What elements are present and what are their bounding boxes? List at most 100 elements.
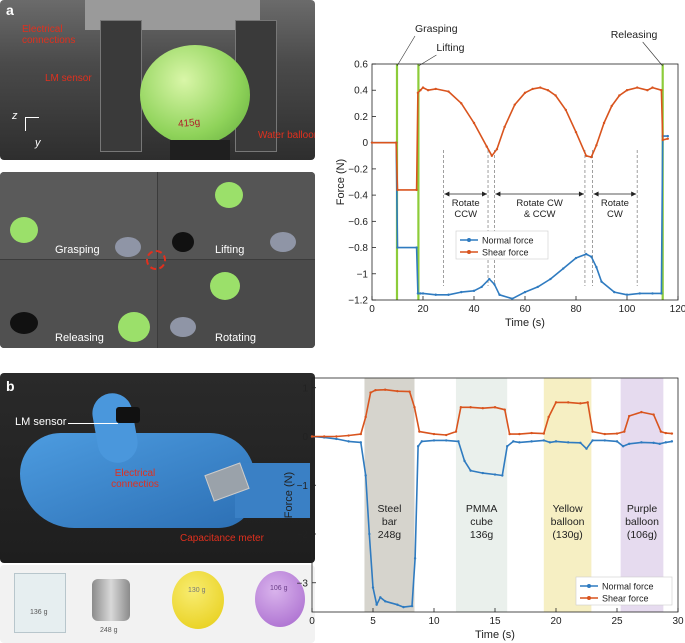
axis-y-label: y [35,137,41,149]
data-point-shear [585,154,588,157]
data-point-shear [310,435,314,438]
data-point-normal [368,532,371,536]
event-label: Lifting [436,42,464,54]
data-point-shear [590,155,593,159]
steel-bar-shape [92,579,130,621]
series-line-shear-force [312,388,672,438]
data-point-normal [472,289,476,293]
data-point-shear [670,432,674,435]
data-point-shear [472,121,476,125]
x-tick-label: 20 [417,304,429,315]
photo-sequence: Grasping Lifting Releasing Rotating [0,172,315,348]
data-point-shear [395,141,398,144]
event-label: Releasing [611,29,658,41]
data-point-normal [359,441,362,444]
data-point-shear [413,406,416,409]
data-point-normal [615,440,619,443]
data-point-shear [323,435,326,438]
y-axis-label: Force (N) [283,472,295,518]
photo-gripper-balloon: a Electrical connections LM sensor Water… [0,0,315,160]
rotation-annotation: CW [607,209,623,220]
data-point-shear [661,138,664,142]
y-tick-label: 1 [302,383,308,394]
data-point-shear [418,430,421,433]
data-point-normal [375,603,378,606]
data-point-normal [420,440,423,443]
legend-entry: Normal force [602,582,654,592]
data-point-shear [530,431,533,435]
data-point-normal [603,439,606,442]
data-point-normal [415,246,418,249]
data-point-normal [347,440,350,443]
data-point-shear [396,188,399,192]
data-point-normal [670,440,674,443]
x-axis-label: Time (s) [505,317,545,329]
data-point-shear [374,388,377,392]
data-point-shear [503,125,506,129]
data-point-shear [659,430,663,433]
data-point-normal [590,255,593,258]
rotation-annotation: & CCW [524,209,556,220]
y-tick-label: 0.6 [354,60,368,71]
data-point-normal [585,252,588,256]
object-weight-pmma: 136 g [30,609,48,616]
label-electrical-connectios: Electrical connectios [111,468,159,490]
x-tick-label: 80 [570,304,582,315]
data-point-shear [359,432,362,436]
photo-glove: b LM sensor Electrical connectios Capaci… [0,373,315,563]
data-point-shear [539,86,542,89]
data-point-shear [460,102,463,105]
data-point-shear [485,145,488,148]
data-point-normal [463,459,466,463]
data-point-shear [564,108,567,112]
data-point-normal [460,290,463,294]
balloon-writing: 415g [177,116,201,131]
x-axis-label: Time (s) [475,629,515,641]
x-tick-label: 0 [309,616,315,627]
x-tick-label: 0 [369,304,375,315]
y-tick-label: −1 [357,269,369,280]
legend-box [575,576,673,606]
data-point-normal [481,471,484,475]
data-point-shear [640,410,643,414]
region-label: 136g [470,529,494,541]
data-point-normal [488,277,491,281]
y-axis-label: Force (N) [335,159,347,205]
data-point-shear [370,141,374,144]
data-point-normal [480,285,483,289]
data-point-shear [518,432,521,436]
data-point-normal [416,445,420,448]
arrowhead-left [593,191,599,197]
data-point-shear [651,86,654,89]
arrowhead-right [578,191,584,197]
data-point-normal [536,285,539,289]
data-point-shear [602,121,606,125]
legend-entry: Normal force [482,236,534,246]
legend-entry: Shear force [482,248,529,258]
data-point-shear [554,401,558,404]
data-point-normal [613,290,616,294]
x-tick-label: 10 [428,616,440,627]
arrowhead-left [495,191,501,197]
highlight-region [543,378,592,612]
data-point-shear [447,90,450,93]
data-point-shear [490,154,494,157]
data-point-normal [530,440,533,443]
purple-balloon-shape [255,571,305,627]
legend-swatch-marker [587,596,591,600]
data-point-normal [579,441,582,445]
data-point-shear [586,401,589,404]
lm-sensor-shape [116,407,140,423]
y-tick-label: 0 [362,138,368,149]
data-point-normal [421,292,425,295]
data-point-normal [651,292,654,295]
data-point-shear [369,391,372,394]
data-point-normal [469,469,472,472]
data-point-normal [410,604,414,608]
data-point-shear [546,89,550,92]
data-point-normal [640,441,643,444]
region-label: Purple [627,503,658,515]
data-point-shear [416,91,420,95]
data-point-shear [574,130,578,134]
